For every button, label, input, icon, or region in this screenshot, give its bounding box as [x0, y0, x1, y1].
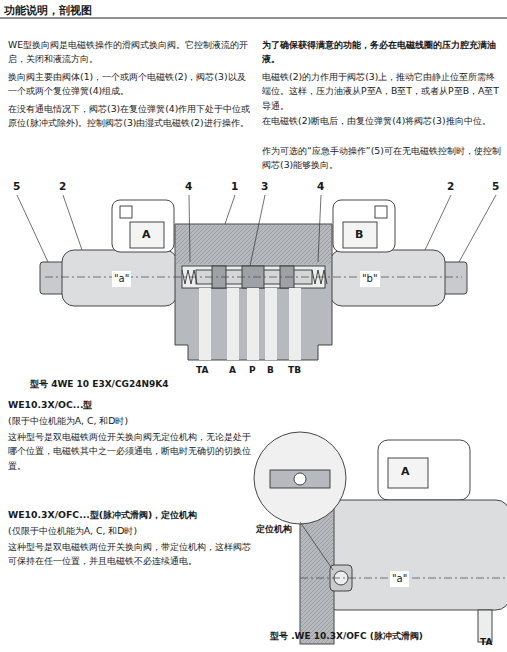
callout-number: 1	[231, 180, 238, 193]
coil-label: B	[355, 226, 363, 243]
paragraph: 在没有通电情况下，阀芯(3)在复位弹簧(4)作用下处于中位或原位(脉冲式除外)。…	[8, 102, 252, 131]
paragraph: 这种型号是双电磁铁两位开关换向阀无定位机构，无论是处于哪个位置，电磁铁其中之一必…	[8, 430, 253, 473]
note: (限于中位机能为A, C, 和D时)	[8, 414, 253, 428]
callout-number: 4	[185, 180, 192, 193]
paragraph: 在电磁铁(2)断电后，由复位弹簧(4)将阀芯(3)推向中位。	[262, 114, 502, 128]
note: (仅限于中位机能为A, C, 和D时)	[8, 524, 253, 538]
callout-number: 2	[59, 180, 66, 193]
callout-number: 5	[13, 180, 20, 193]
paragraph: 电磁铁(2)的力作用于阀芯(3)上，推动它由静止位至所需终端位。这样，压力油液从…	[262, 70, 502, 113]
position-label: "a"	[112, 271, 131, 287]
port-label: B	[267, 364, 274, 378]
figure-caption: 型号 4WE 10 E3X/CG24N9K4	[30, 378, 168, 392]
main-valve	[17, 195, 496, 360]
figure-caption: 型号 .WE 10.3X/OFC (脉冲式滑阀)	[270, 630, 423, 644]
paragraph: 作为可选的“应急手动操作”(5)可在无电磁铁控制时，使控制阀芯(3)能够换向。	[262, 144, 502, 173]
paragraph-heading: 为了确保获得满意的功能，务必在电磁线圈的压力腔充满油液。	[262, 38, 502, 67]
type-heading: WE10.3X/OC...型	[8, 398, 92, 412]
port-label: TA	[196, 364, 208, 378]
position-label: "a"	[390, 571, 409, 587]
port-label: A	[229, 364, 236, 378]
type-heading: WE10.3X/OFC...型(脉冲式滑阀)，定位机构	[8, 508, 253, 522]
callout-number: 4	[317, 180, 324, 193]
callout-number: 5	[492, 180, 499, 193]
callout-number: 2	[447, 180, 454, 193]
header-rule	[0, 18, 507, 19]
paragraph: WE型换向阀是电磁铁操作的滑阀式换向阀。它控制液流的开启，关闭和液流方向。	[8, 38, 252, 67]
position-label: "b"	[360, 271, 380, 287]
page-title: 功能说明，剖视图	[4, 2, 92, 19]
callout-number: 3	[261, 180, 268, 193]
coil-label: A	[401, 463, 410, 480]
paragraph: 这种型号是双电磁铁两位开关换向阀，带定位机构，这样阀芯可保持在任一位置，并且电磁…	[8, 540, 253, 569]
coil-label: A	[142, 226, 151, 243]
paragraph: 换向阀主要由阀体(1)，一个或两个电磁铁(2)，阀芯(3)以及一个或两个复位弹簧…	[8, 70, 252, 99]
port-label: P	[249, 364, 256, 378]
port-label: TA	[480, 636, 492, 650]
detent-detail	[254, 432, 507, 644]
part-label: 定位机构	[256, 523, 292, 537]
port-label: TB	[288, 364, 301, 378]
